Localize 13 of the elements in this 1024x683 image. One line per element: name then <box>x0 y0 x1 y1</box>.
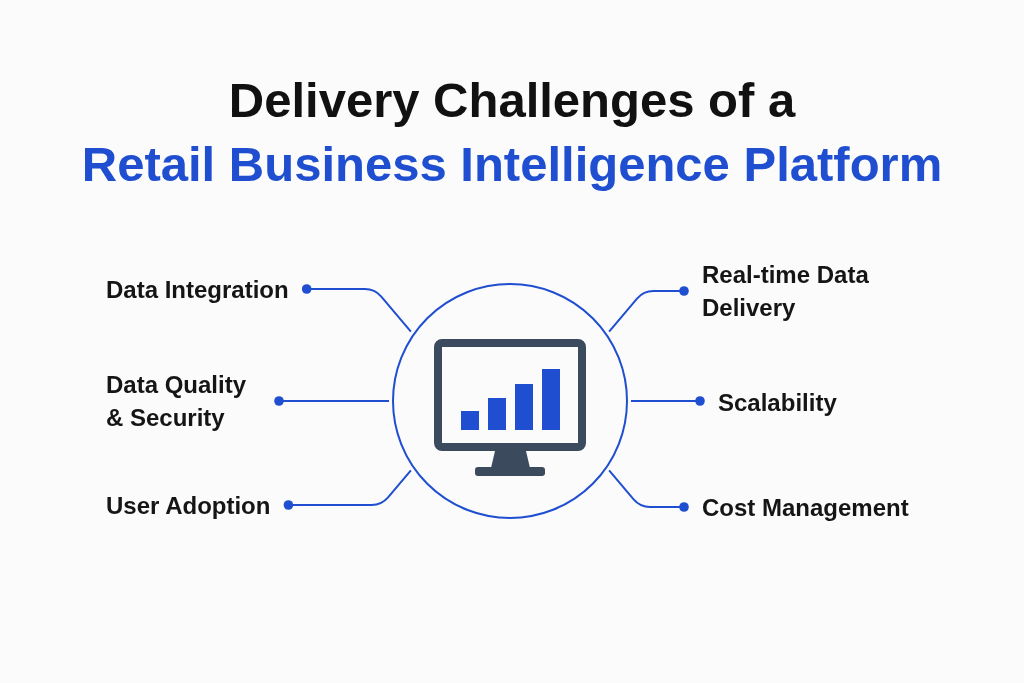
connector-line <box>274 396 390 406</box>
challenge-label: Data Quality & Security <box>106 368 261 434</box>
connector-line <box>283 469 412 510</box>
title: Delivery Challenges of a Retail Business Intelligence Platform <box>81 72 943 193</box>
challenge-label: User Adoption <box>106 488 271 522</box>
challenge-label: Cost Management <box>702 490 909 524</box>
challenge-label: Real-time Data Delivery <box>702 258 902 324</box>
challenge-label: Scalability <box>718 385 837 419</box>
connector-line <box>301 284 412 333</box>
connector-line <box>608 286 689 333</box>
challenge-label: Data Integration <box>106 272 289 306</box>
connector-line <box>630 396 705 406</box>
connector-line <box>608 469 689 512</box>
